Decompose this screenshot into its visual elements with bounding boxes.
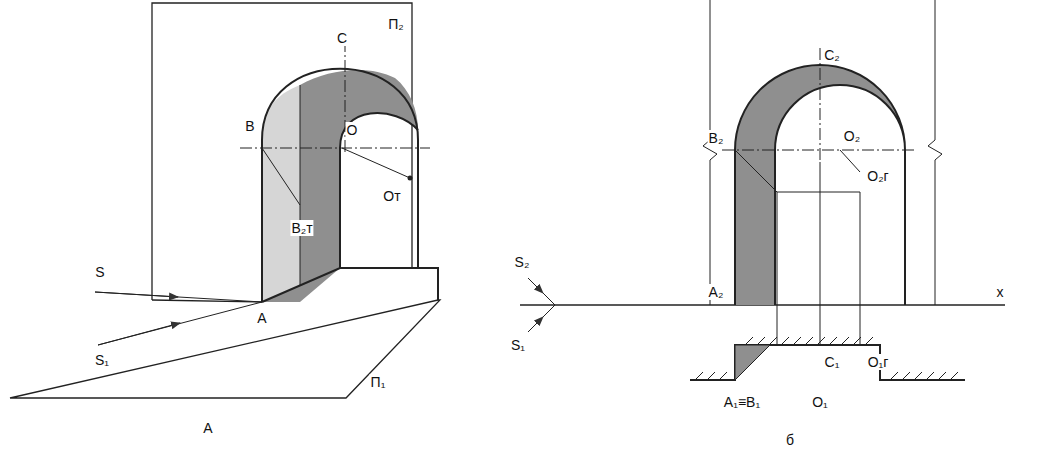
point-label: O (346, 122, 359, 138)
point-label: B₂ (708, 130, 725, 146)
horizontal-plane (10, 300, 440, 398)
hatching (695, 337, 958, 380)
point-label: x (996, 284, 1005, 300)
light-arrow (98, 323, 180, 345)
light-direction (98, 302, 262, 345)
light-direction (528, 278, 555, 305)
plan-outline (690, 345, 965, 380)
point-label: S₁ (510, 337, 526, 353)
point-label: O₁ (811, 394, 829, 410)
point-label: O₂ (843, 128, 861, 144)
light-direction (95, 292, 262, 302)
light-arrow (528, 317, 543, 332)
orthographic-view (520, 0, 1005, 380)
light-direction (528, 305, 555, 332)
light-arrow (95, 292, 178, 297)
point-label: O₁г (867, 354, 890, 370)
light-arrow (528, 278, 543, 293)
niche-back (262, 113, 418, 302)
niche-edge (300, 85, 301, 285)
point-label: B₂т (290, 220, 313, 236)
side-face (262, 85, 300, 302)
point-label: S₁ (94, 352, 110, 368)
break-line (703, 0, 942, 305)
point-label: б (785, 432, 795, 448)
point-label: S (94, 264, 105, 280)
point-label: C (336, 30, 348, 46)
shadow-point (408, 176, 413, 181)
point-label: Π₁ (370, 374, 387, 390)
point-label: Oт (382, 188, 401, 204)
link-line (777, 162, 860, 345)
shadow-area (300, 70, 418, 285)
axonometric-view (10, 3, 440, 398)
point-label: S₂ (514, 254, 531, 270)
axis-line (240, 148, 430, 149)
point-label: Π₂ (387, 16, 405, 32)
plan-shadow (735, 345, 770, 380)
point-label: A₁≡B₁ (723, 394, 761, 410)
point-label: C₂ (823, 47, 841, 63)
point-label: A₂ (708, 284, 725, 300)
point-label: O₂г (866, 168, 889, 184)
point-label: C₁ (824, 354, 841, 370)
point-label: B (244, 118, 255, 134)
niche-outline (262, 69, 438, 302)
point-label: A (202, 420, 213, 436)
light-ray (735, 150, 860, 192)
point-label: A (256, 310, 267, 326)
light-ray (262, 148, 410, 205)
axis-line (722, 48, 915, 162)
